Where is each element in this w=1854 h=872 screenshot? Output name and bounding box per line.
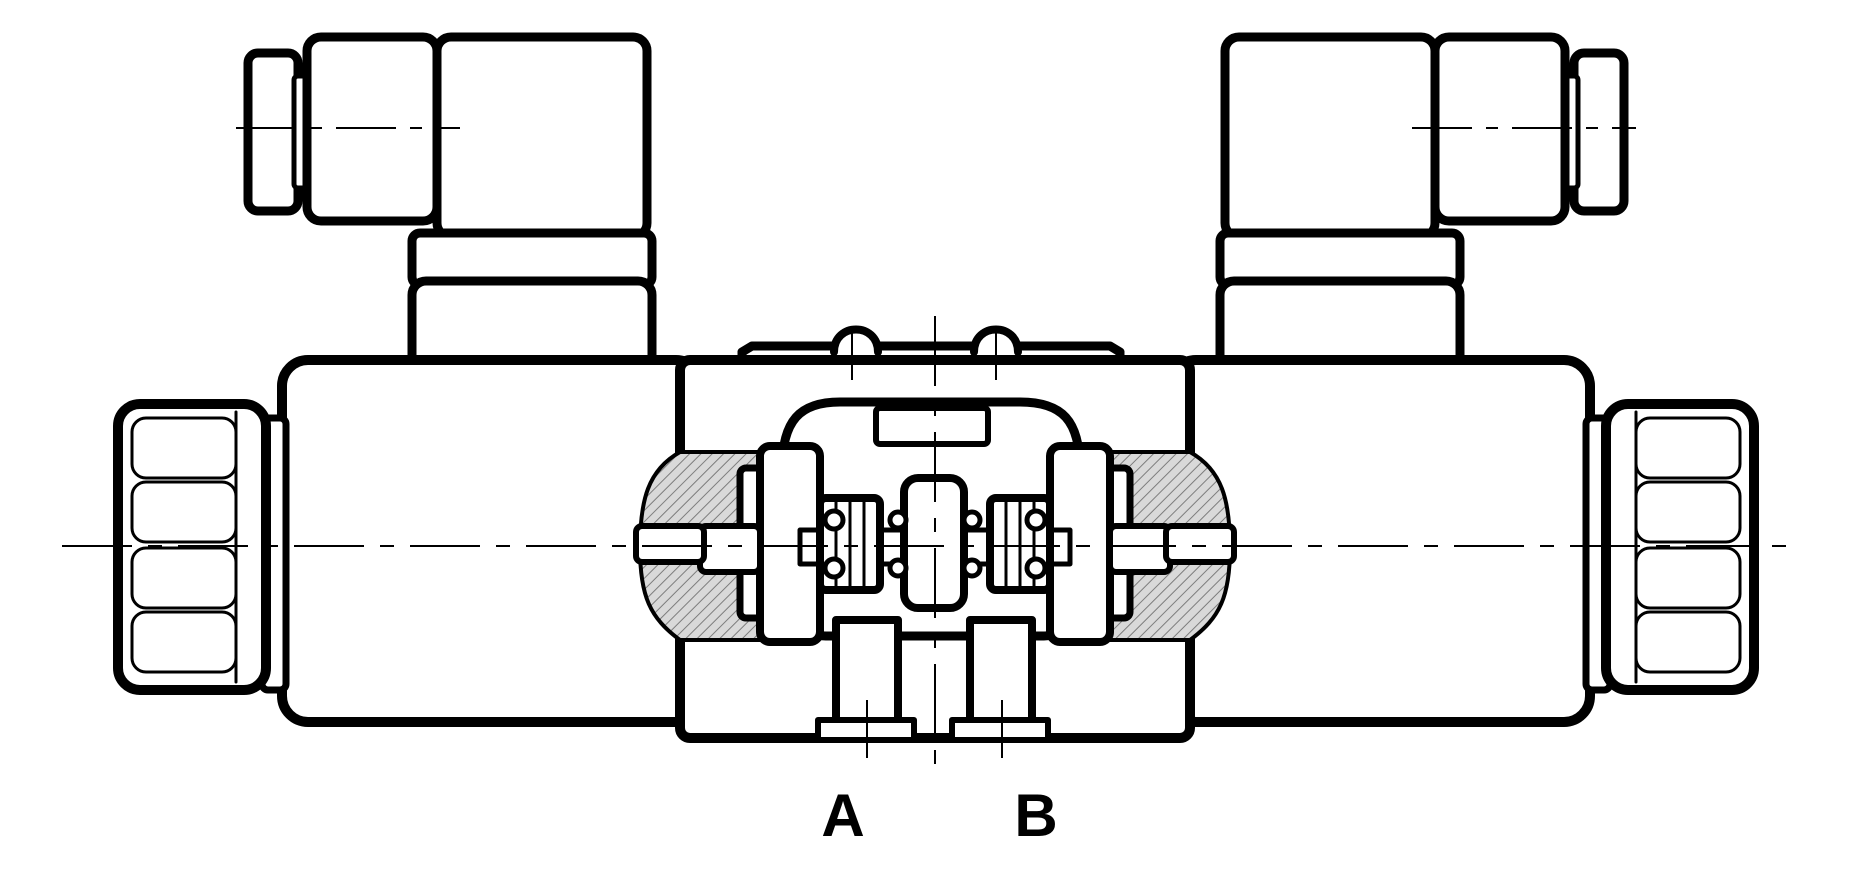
left-armature <box>633 442 824 646</box>
left-solenoid <box>113 32 707 727</box>
port-a-label: A <box>821 782 864 849</box>
right-coil-housing <box>1220 32 1440 242</box>
left-coil-housing <box>432 32 652 242</box>
left-connector-cap <box>243 48 303 216</box>
bleed-screw-left <box>830 325 882 356</box>
right-connector-cap <box>1569 48 1629 216</box>
port-b-seat <box>949 717 1051 743</box>
valve-bore-insert <box>873 405 991 447</box>
port-b-label: B <box>1014 782 1057 849</box>
left-end-cap-flats <box>130 410 238 684</box>
center-lines <box>62 127 1800 770</box>
right-solenoid <box>1165 32 1759 727</box>
right-armature <box>1046 442 1237 646</box>
